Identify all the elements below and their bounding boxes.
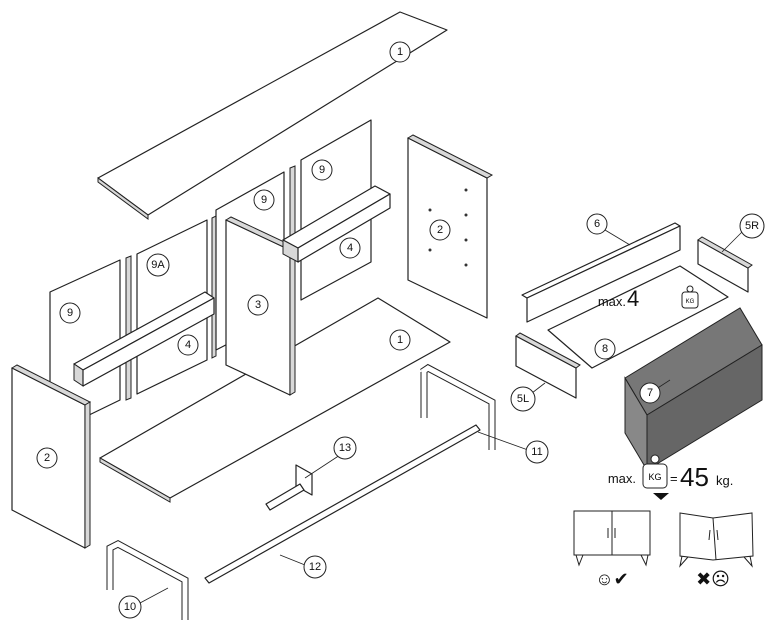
part-label-bottom-panel: 1: [389, 329, 411, 351]
leg-frame-right: [420, 363, 496, 450]
part-label-back-9-left: 9: [59, 302, 81, 324]
part-label-rail-front: 4: [177, 334, 199, 356]
drawer-back: [521, 222, 681, 323]
svg-text:4: 4: [185, 339, 191, 351]
svg-text:1: 1: [397, 334, 403, 346]
leg-frame-left: [106, 540, 189, 620]
part-label-side-left: 2: [36, 447, 58, 469]
drawer-left-side: [515, 332, 581, 399]
part-label-leg-frame-right: 11: [525, 440, 549, 464]
svg-text:9: 9: [261, 194, 267, 206]
svg-text:12: 12: [309, 561, 321, 573]
smiley-check-icon: ☺✔: [595, 569, 628, 589]
part-label-drawer-back: 6: [586, 213, 608, 235]
weight-icon: KG: [642, 454, 668, 489]
svg-text:13: 13: [339, 442, 351, 454]
svg-text:6: 6: [594, 218, 600, 230]
side-panel-right: [406, 134, 494, 319]
drawer-bottom: [547, 265, 729, 369]
cabinet-sagging-illustration: ✖☹: [679, 512, 754, 589]
svg-text:kg.: kg.: [716, 473, 733, 488]
part-label-divider: 3: [247, 294, 269, 316]
leader-lines: [139, 229, 743, 604]
cross-frown-icon: ✖☹: [696, 569, 730, 589]
part-label-center-leg: 13: [333, 436, 357, 460]
svg-text:5L: 5L: [517, 393, 529, 405]
svg-text:5R: 5R: [745, 220, 759, 232]
svg-text:9: 9: [319, 164, 325, 176]
center-leg: [265, 464, 313, 511]
svg-text:9: 9: [67, 307, 73, 319]
rail-front: [73, 291, 215, 387]
rail-back: [282, 185, 391, 263]
svg-text:=: =: [670, 471, 678, 486]
svg-text:KG: KG: [686, 299, 695, 305]
svg-text:max.: max.: [598, 294, 626, 309]
part-label-back-9-mid: 9: [253, 189, 275, 211]
part-label-drawer-bottom: 8: [594, 338, 616, 360]
arrow-down-icon: [653, 493, 669, 500]
svg-text:2: 2: [44, 452, 50, 464]
part-label-side-right: 2: [429, 219, 451, 241]
svg-text:2: 2: [437, 224, 443, 236]
svg-text:max.: max.: [608, 471, 636, 486]
svg-text:10: 10: [124, 601, 136, 613]
part-label-leg-frame-left: 10: [118, 595, 142, 619]
drawer-max-load: max. 4 KG: [598, 285, 699, 311]
svg-text:8: 8: [602, 343, 608, 355]
total-max-load: max. KG = 45 kg.: [608, 454, 733, 500]
part-label-leg-bar: 12: [303, 555, 327, 579]
svg-text:9A: 9A: [151, 259, 165, 271]
svg-text:KG: KG: [648, 472, 661, 482]
svg-text:1: 1: [397, 46, 403, 58]
drawer-right-side: [697, 236, 753, 293]
leg-bar: [204, 424, 481, 584]
part-label-rail-back: 4: [339, 237, 361, 259]
svg-text:4: 4: [627, 286, 639, 311]
part-label-drawer-right: 5R: [739, 213, 765, 239]
cabinet-ok-illustration: ☺✔: [573, 510, 651, 589]
part-label-drawer-front: 7: [639, 382, 661, 404]
svg-text:11: 11: [531, 446, 542, 458]
svg-text:45: 45: [680, 462, 709, 492]
svg-text:4: 4: [347, 242, 353, 254]
weight-icon: KG: [681, 285, 699, 309]
top-panel: [97, 11, 448, 220]
svg-text:3: 3: [255, 299, 261, 311]
part-label-back-9-right: 9: [311, 159, 333, 181]
part-label-drawer-left: 5L: [510, 386, 536, 412]
svg-text:7: 7: [647, 387, 653, 399]
part-label-top-panel: 1: [389, 41, 411, 63]
part-label-back-9a: 9A: [146, 253, 170, 277]
